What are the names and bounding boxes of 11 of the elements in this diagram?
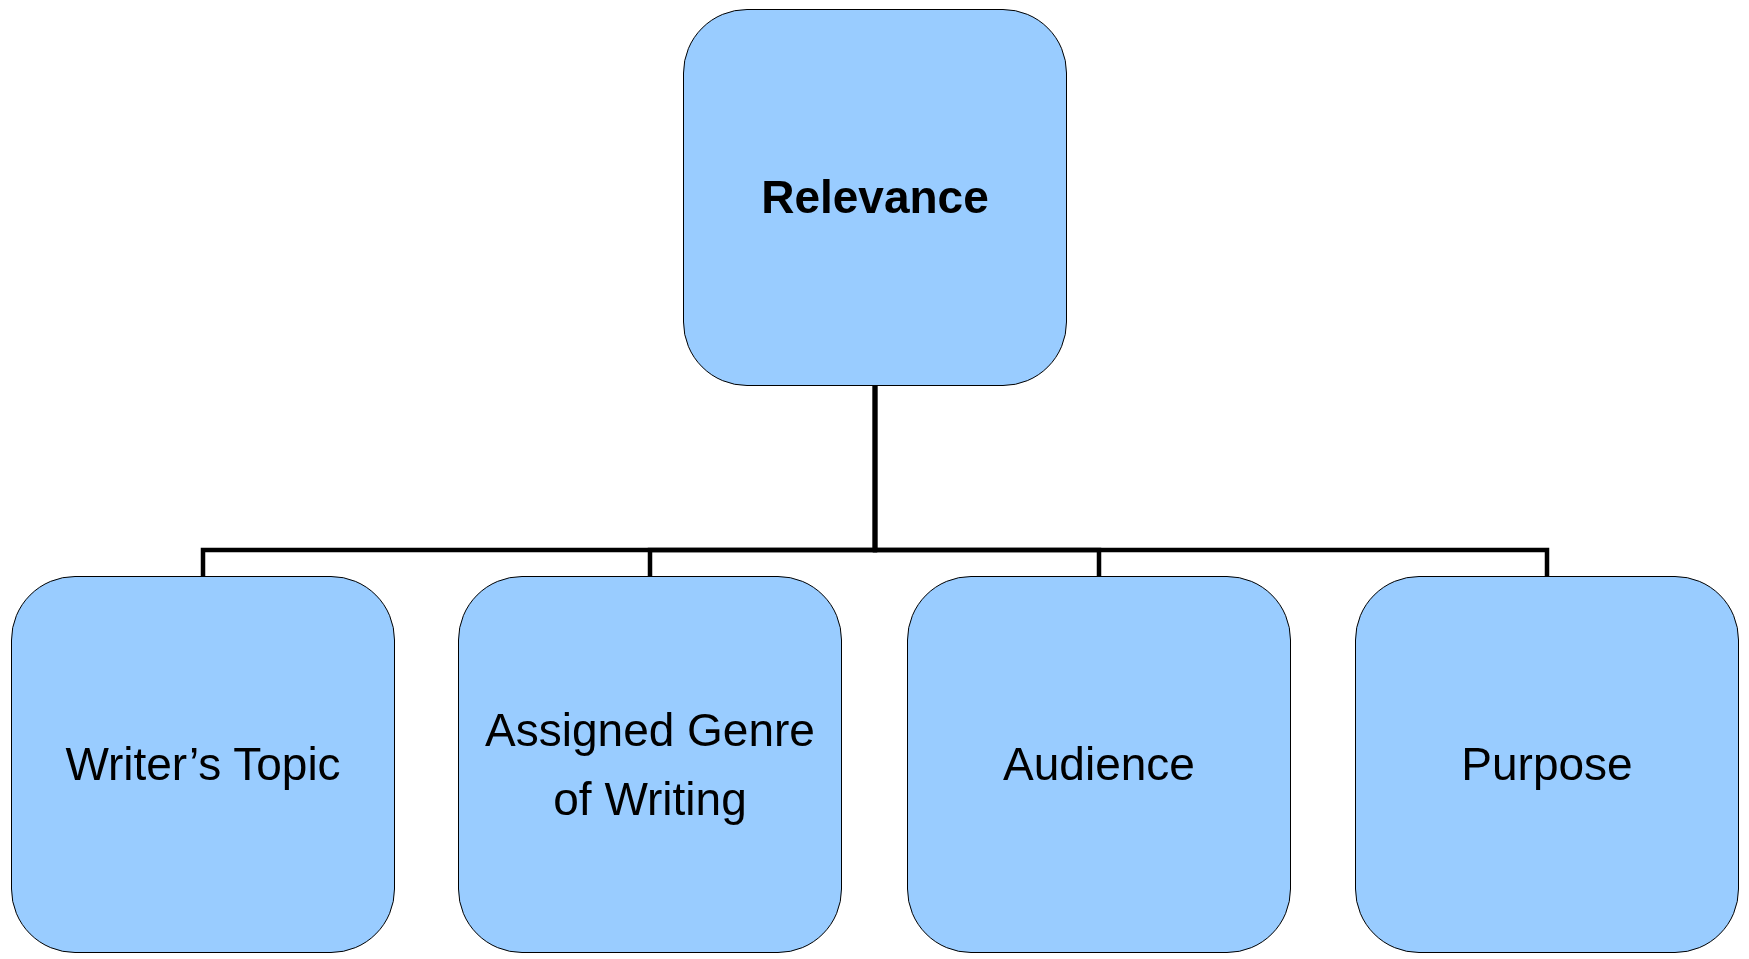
subtopic-box xyxy=(907,576,1291,953)
root-topic-box xyxy=(683,9,1067,386)
box-label: Assigned Genre of Writing xyxy=(484,702,816,827)
box-label: Writer’s Topic xyxy=(65,737,341,792)
box-label: Purpose xyxy=(1461,737,1633,792)
box-label: Relevance xyxy=(761,170,989,225)
subtopic-box xyxy=(1355,576,1739,953)
subtopic-box xyxy=(11,576,395,953)
connector-line xyxy=(872,386,1550,576)
subtopic-box xyxy=(458,576,842,953)
box-label: Audience xyxy=(1003,737,1195,792)
